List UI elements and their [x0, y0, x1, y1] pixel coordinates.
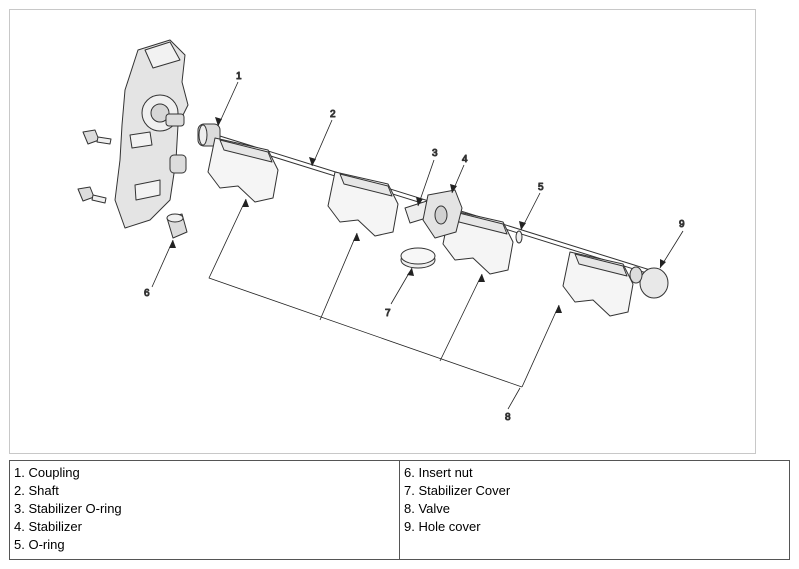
callout-9: 9: [679, 219, 685, 230]
callout-7: 7: [385, 308, 391, 319]
legend-item-valve: 8. Valve: [404, 501, 451, 516]
stabilizer: [422, 189, 463, 239]
legend-item-stabilizer-o-ring: 3. Stabilizer O-ring: [14, 501, 122, 516]
callout-5: 5: [538, 182, 544, 193]
o-ring: [515, 230, 523, 244]
legend-column-right: 6. Insert nut 7. Stabilizer Cover 8. Val…: [399, 460, 790, 560]
arrow-heads: [169, 117, 666, 313]
exploded-parts-diagram: 1 2 3 4 5 6 7 8 9: [9, 9, 756, 454]
valve-leader-lines: [208, 198, 560, 388]
valve-1: [207, 137, 279, 203]
callout-8: 8: [505, 412, 511, 423]
legend-row: 1. Coupling 2. Shaft 3. Stabilizer O-rin…: [9, 460, 790, 560]
callout-2: 2: [330, 109, 336, 120]
valve-4: [562, 251, 634, 317]
actuator-motor: [114, 39, 189, 229]
legend-item-hole-cover: 9. Hole cover: [404, 519, 481, 534]
valve-3: [442, 209, 514, 275]
stabilizer-cover: [400, 247, 436, 269]
legend-item-stabilizer: 4. Stabilizer: [14, 519, 82, 534]
parts-legend-table: 1. Coupling 2. Shaft 3. Stabilizer O-rin…: [9, 460, 790, 560]
valve-2: [327, 171, 399, 237]
legend-item-stabilizer-cover: 7. Stabilizer Cover: [404, 483, 511, 498]
legend-item-shaft: 2. Shaft: [14, 483, 59, 498]
legend-item-o-ring: 5. O-ring: [14, 537, 65, 552]
legend-item-coupling: 1. Coupling: [14, 465, 80, 480]
insert-nut: [166, 213, 188, 239]
callout-6: 6: [144, 288, 150, 299]
callout-leaders: [151, 81, 684, 410]
bolt-lower: [77, 186, 107, 204]
callout-1: 1: [236, 71, 242, 82]
callout-4: 4: [462, 154, 468, 165]
bolt-upper: [82, 129, 112, 145]
hole-cover: [629, 266, 669, 299]
legend-item-insert-nut: 6. Insert nut: [404, 465, 473, 480]
diagram-drawing: 1 2 3 4 5 6 7 8 9: [77, 39, 686, 424]
legend-column-left: 1. Coupling 2. Shaft 3. Stabilizer O-rin…: [9, 460, 400, 560]
callout-3: 3: [432, 148, 438, 159]
